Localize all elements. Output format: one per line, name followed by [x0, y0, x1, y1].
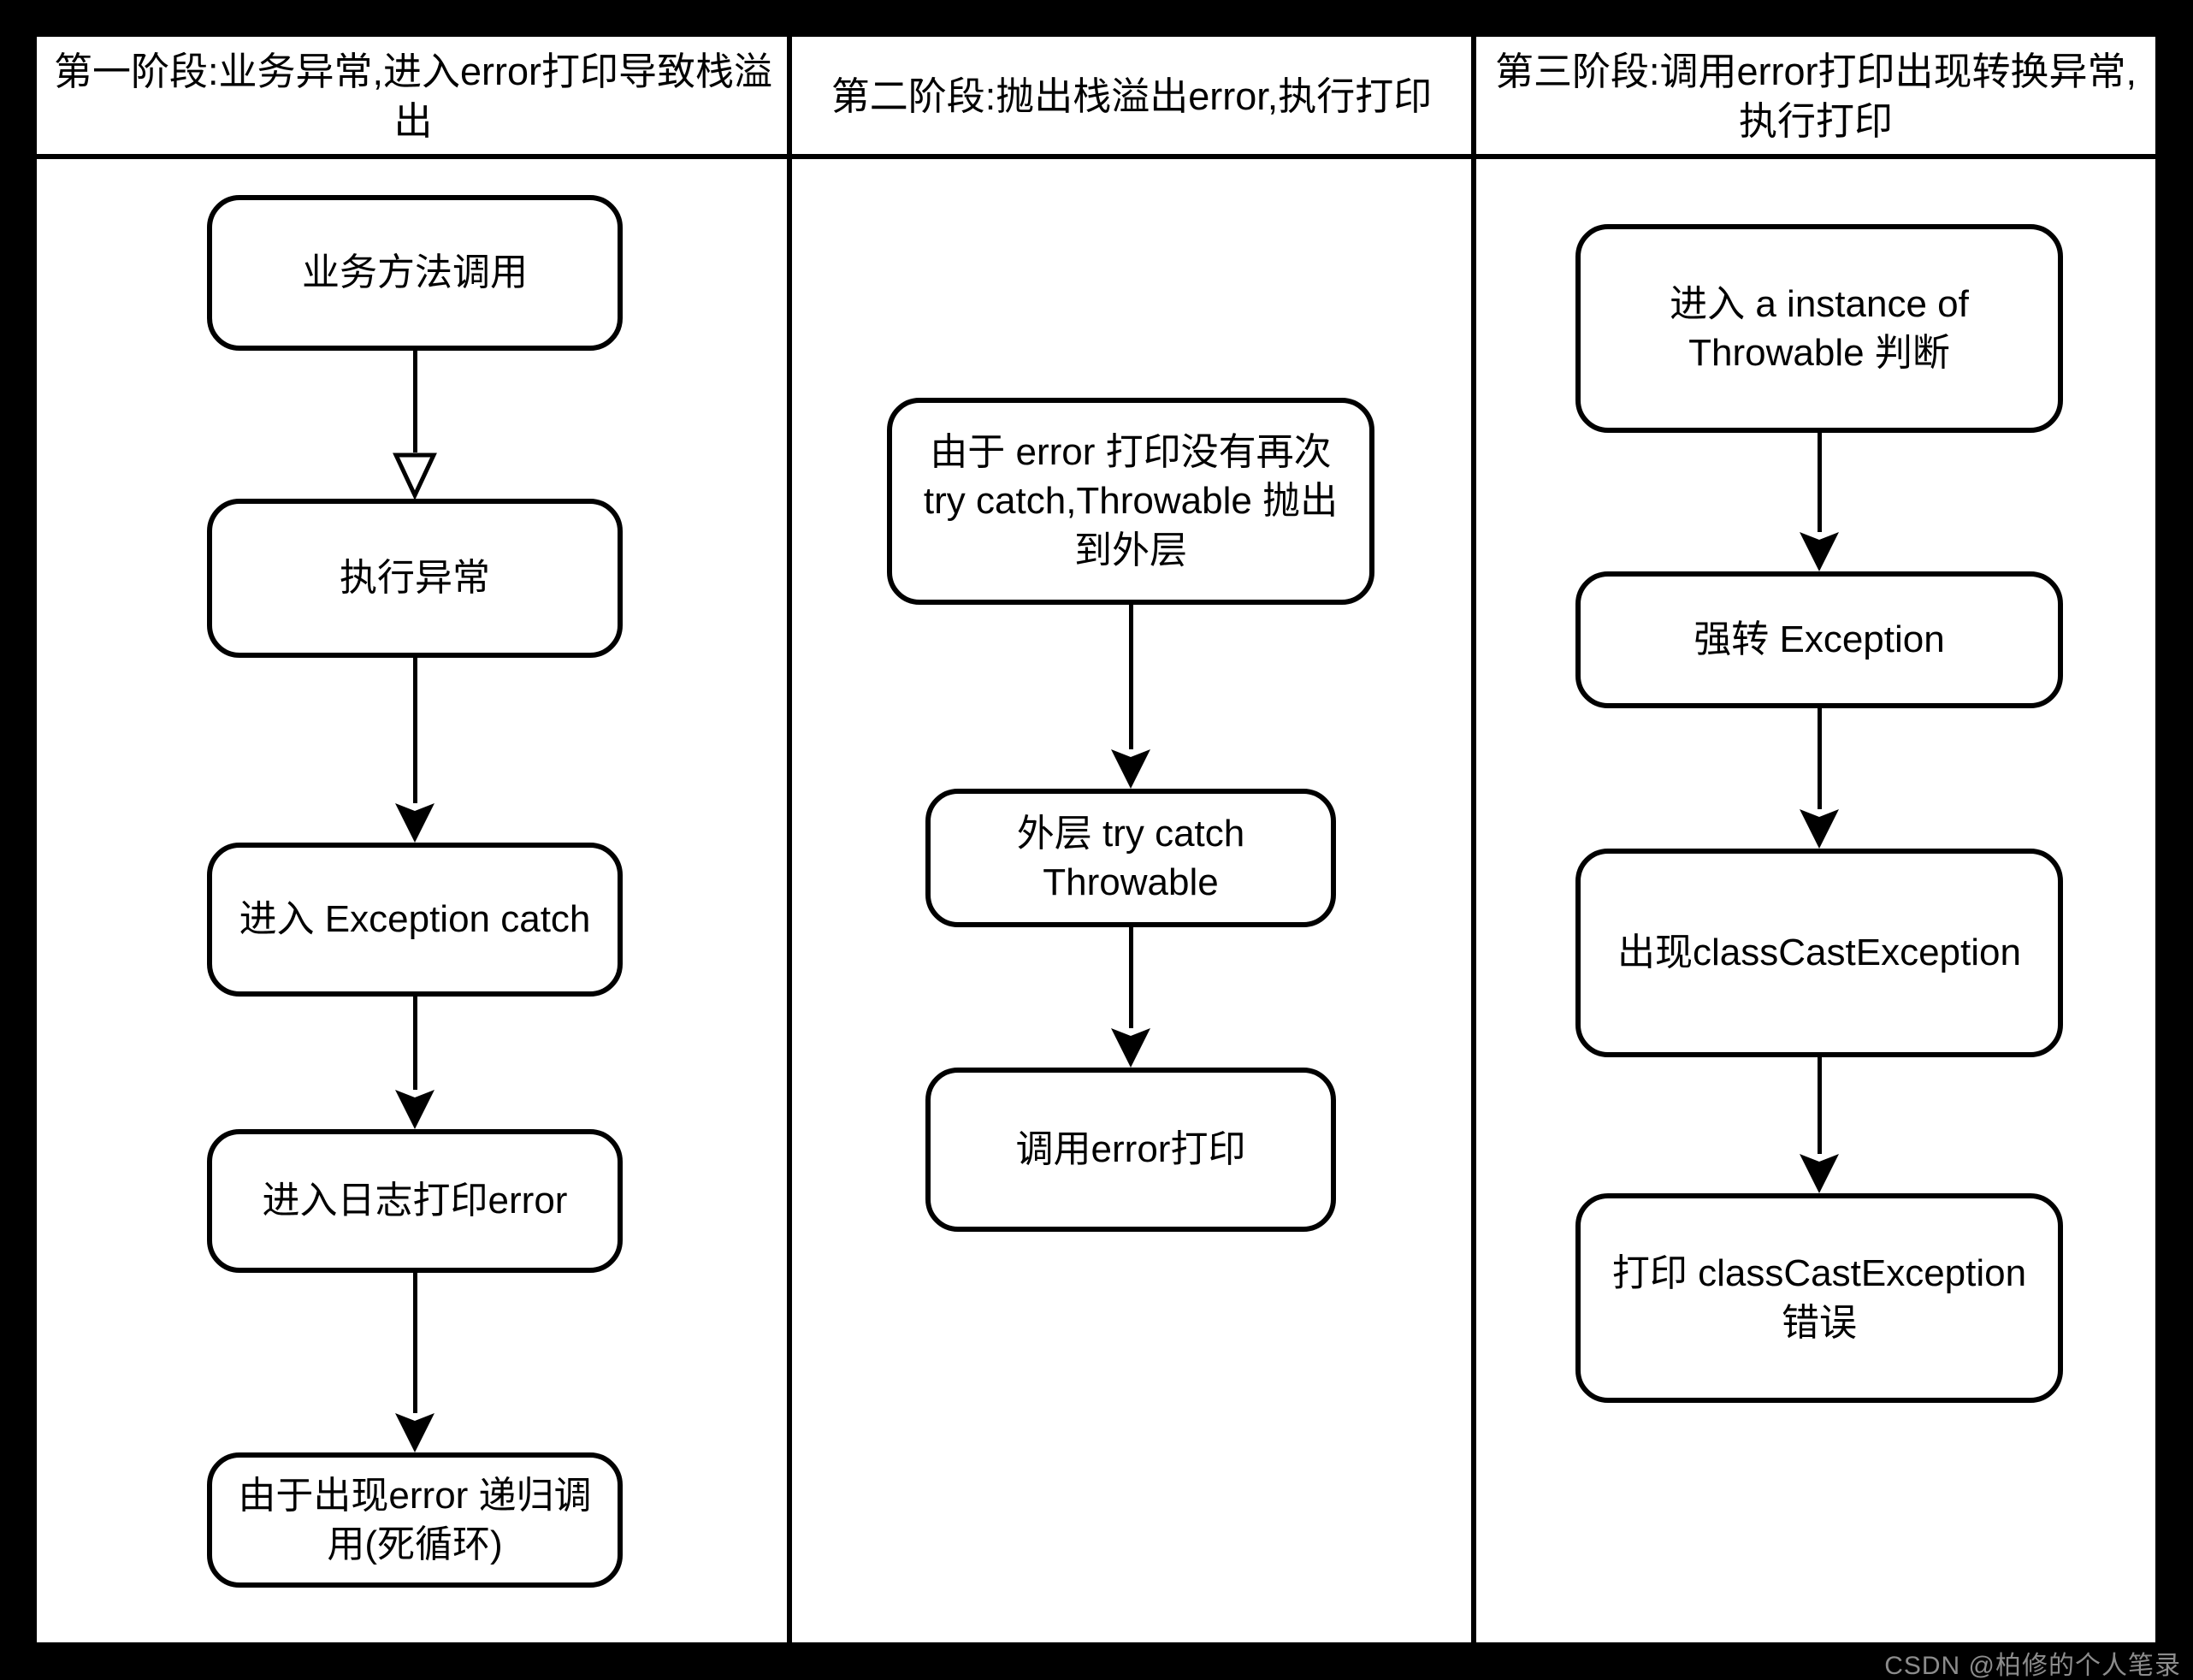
arrow-down [1797, 708, 1841, 849]
arrowhead-icon [395, 1413, 434, 1452]
lane-header-phase2: 第二阶段:抛出栈溢出error,执行打印 [831, 74, 1433, 118]
arrow-down [393, 1273, 437, 1452]
arrow-shaft [1817, 433, 1822, 532]
lane-divider-1 [787, 37, 792, 1642]
flow-node-business-method-call: 业务方法调用 [207, 195, 623, 351]
flow-node-enter-exception-catch: 进入 Exception catch [207, 843, 623, 997]
arrow-down [1797, 1057, 1841, 1193]
flow-node-outer-try-catch-throwable: 外层 try catch Throwable [925, 789, 1336, 927]
arrow-shaft [412, 997, 417, 1090]
arrowhead-icon [395, 803, 434, 843]
flow-node-cast-exception: 强转 Exception [1575, 571, 2063, 708]
arrowhead-icon [1111, 749, 1150, 789]
arrow-down [1108, 605, 1153, 789]
flow-node-classcastexception-occurs: 出现classCastException [1575, 849, 2063, 1057]
flow-node-throwable-thrown-outer: 由于 error 打印没有再次 try catch,Throwable 抛出到外… [887, 398, 1374, 605]
arrow-shaft [1817, 1057, 1822, 1154]
arrow-down [393, 658, 437, 843]
arrow-down [1108, 927, 1153, 1068]
lane-header-phase3: 第三阶段:调用error打印出现转换异常,执行打印 [1494, 49, 2137, 144]
flow-node-error-recursion-loop: 由于出现error 递归调用(死循环) [207, 1452, 623, 1588]
arrow-shaft [412, 351, 417, 453]
arrow-shaft [412, 1273, 417, 1413]
lane-divider-2 [1471, 37, 1476, 1642]
arrow-down [393, 997, 437, 1129]
arrow-shaft [1817, 708, 1822, 809]
arrow-down-hollow [393, 351, 437, 499]
flow-node-call-error-print: 调用error打印 [925, 1068, 1336, 1232]
arrowhead-icon [395, 1090, 434, 1129]
arrowhead-icon [1800, 532, 1839, 571]
arrowhead-icon [1111, 1028, 1150, 1068]
flow-node-instanceof-throwable-check: 进入 a instance of Throwable 判断 [1575, 224, 2063, 433]
flow-node-execute-exception: 执行异常 [207, 499, 623, 658]
arrowhead-hollow-icon [393, 453, 437, 499]
lane-header-phase1: 第一阶段:业务异常,进入error打印导致栈溢出 [53, 49, 773, 144]
flow-node-print-classcastexception-error: 打印 classCastException 错误 [1575, 1193, 2063, 1403]
arrow-shaft [412, 658, 417, 803]
arrowhead-icon [1800, 809, 1839, 849]
flow-node-enter-log-error: 进入日志打印error [207, 1129, 623, 1273]
arrowhead-icon [1800, 1154, 1839, 1193]
arrow-down [1797, 433, 1841, 571]
arrow-shaft [1128, 927, 1133, 1028]
csdn-watermark: CSDN @柏修的个人笔录 [1884, 1652, 2181, 1680]
header-separator-line [37, 154, 2155, 159]
arrow-shaft [1128, 605, 1133, 749]
